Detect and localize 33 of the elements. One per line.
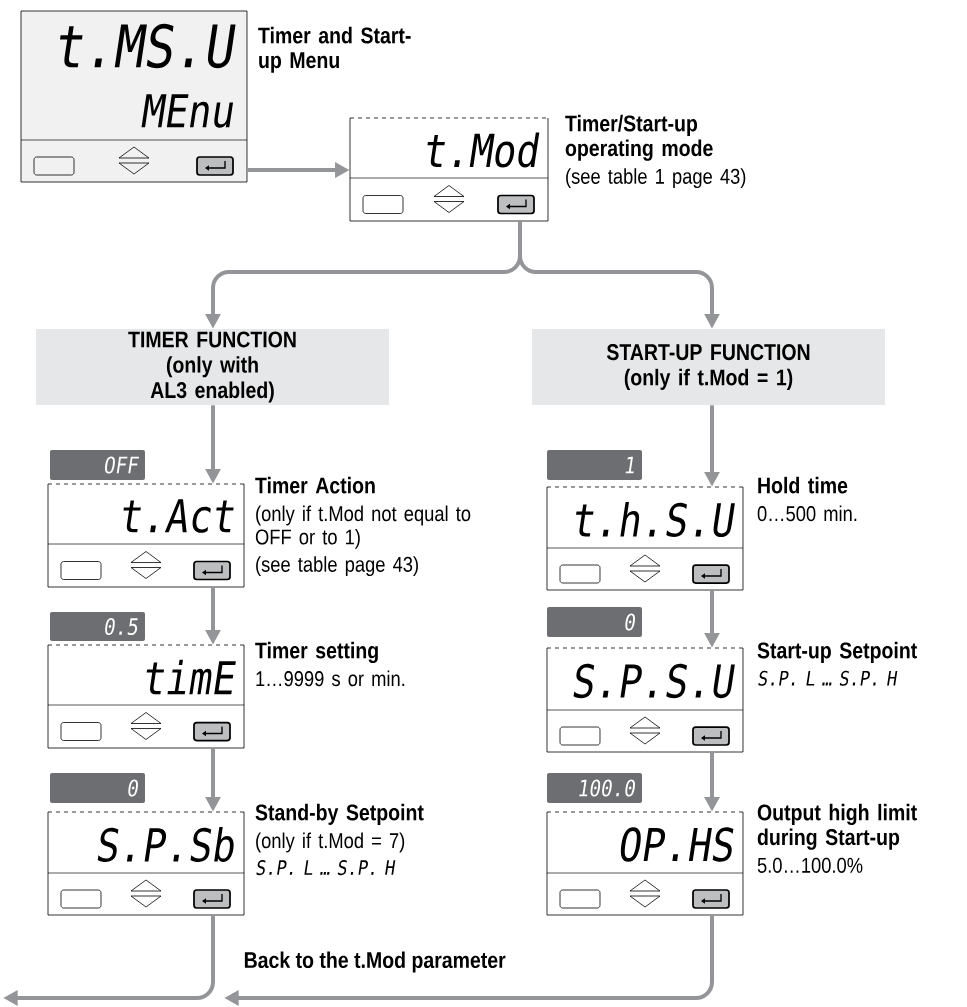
description-heading: Timer setting — [255, 641, 378, 664]
function-band: TIMER FUNCTION (only with AL3 enabled) — [36, 329, 389, 405]
display-panel: OP.HS — [546, 811, 744, 916]
description-text: 5.0…100.0% — [757, 857, 863, 873]
range-text: S.P. L … S.P. H — [758, 670, 898, 686]
value-tag: 0 — [547, 607, 642, 637]
display-panel: timE — [47, 644, 245, 749]
description-heading: Stand-by Setpoint — [255, 803, 424, 825]
description-heading: Timer/Start-up operating mode — [565, 114, 713, 161]
description-text: 0…500 min. — [757, 505, 857, 522]
value-tag: 100.0 — [547, 773, 642, 803]
display-panel: t.MS.U MEnu — [20, 10, 248, 183]
value-tag: 0.5 — [50, 612, 145, 641]
value-tag: OFF — [50, 450, 145, 480]
description-text: (see table page 43) — [256, 556, 418, 577]
description-heading: Start-up Setpoint — [757, 641, 917, 663]
description-text: 1…9999 s or min. — [256, 670, 405, 687]
description-heading: Output high limit during Start-up — [757, 803, 917, 850]
description-heading: Timer Action — [255, 476, 375, 494]
display-panel: t.h.S.U — [546, 486, 744, 591]
description-text: (see table 1 page 43) — [566, 168, 746, 189]
function-band: START-UP FUNCTION (only if t.Mod = 1) — [532, 329, 885, 405]
display-panel: S.P.S.U — [546, 647, 744, 753]
description-heading: Hold time — [758, 476, 848, 494]
display-panel: t.Act — [47, 483, 245, 588]
display-panel: S.P.Sb — [47, 811, 245, 916]
description-text: (only if t.Mod not equal to OFF or to 1) — [255, 505, 471, 549]
range-text: S.P. L … S.P. H — [256, 860, 396, 876]
value-tag: 1 — [547, 450, 642, 480]
description-heading: Timer and Start-up Menu — [258, 26, 411, 73]
value-tag: 0 — [50, 773, 145, 803]
description-text: (only if t.Mod = 7) — [256, 832, 405, 853]
note-text: Back to the t.Mod parameter — [244, 951, 506, 973]
